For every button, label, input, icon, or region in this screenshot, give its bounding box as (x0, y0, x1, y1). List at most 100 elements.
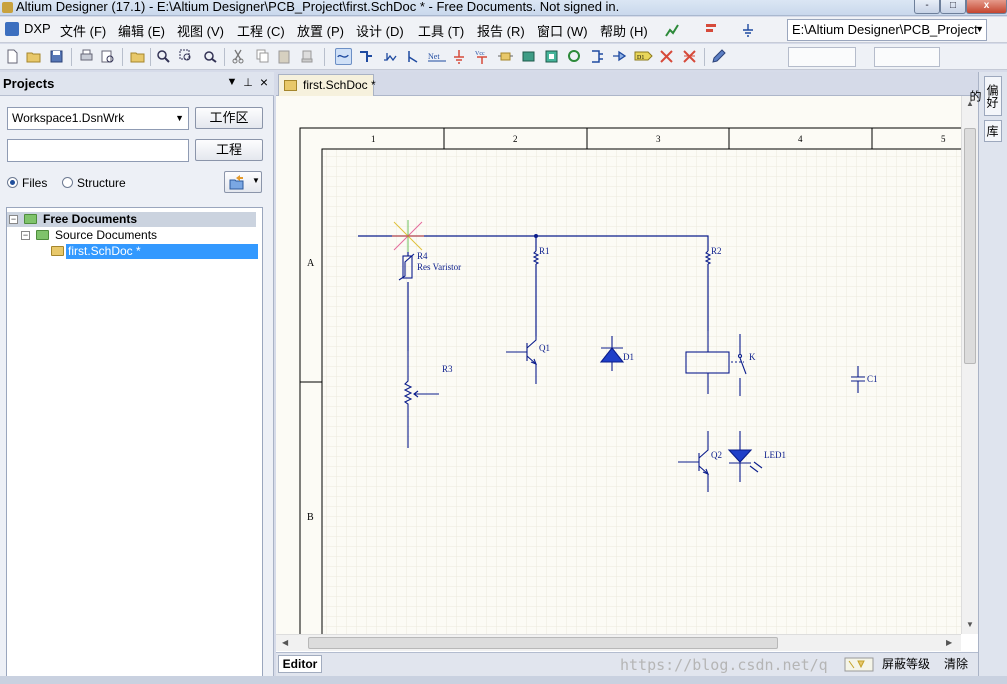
place-sheet-entry-icon[interactable] (543, 48, 560, 65)
panel-menu-icon[interactable]: ▼ (226, 76, 238, 88)
pencil-icon[interactable] (710, 48, 727, 65)
dock-tab-favorites[interactable]: 偏好的 (968, 76, 1002, 116)
r4-varistor-symbol (398, 253, 415, 281)
collapse-icon[interactable]: − (9, 214, 18, 224)
collapse-icon[interactable]: − (21, 230, 30, 240)
paste-icon[interactable] (276, 48, 293, 65)
project-button[interactable]: 工程 (195, 139, 263, 161)
menu-project[interactable]: 工程 (C) (237, 24, 285, 39)
tree-item-free-documents[interactable]: − Free Documents (7, 212, 256, 227)
dxp-icon (5, 22, 19, 36)
scroll-up-icon[interactable]: ▲ (966, 99, 974, 108)
new-icon[interactable] (4, 48, 21, 65)
zoom-selected-icon[interactable] (202, 48, 219, 65)
document-tab-first-schdoc[interactable]: first.SchDoc * (278, 74, 376, 96)
open-folder-icon[interactable] (25, 48, 42, 65)
document-area: first.SchDoc * 1 2 3 4 5 A B (276, 72, 978, 684)
place-port-icon[interactable]: D1 (634, 48, 653, 65)
radio-files[interactable]: Files (7, 176, 47, 190)
workspace-combo[interactable]: Workspace1.DsnWrk ▼ (7, 107, 189, 130)
menu-window[interactable]: 窗口 (W) (537, 24, 588, 39)
close-panel-icon[interactable]: × (259, 74, 269, 90)
chart-icon[interactable] (664, 22, 680, 38)
schematic-sheet[interactable]: 1 2 3 4 5 A B (276, 96, 961, 634)
projects-panel: Projects ▼ ⊥ × Workspace1.DsnWrk ▼ 工作区 工… (0, 72, 274, 684)
align-icon[interactable] (703, 22, 719, 38)
place-wire-icon[interactable] (335, 48, 352, 65)
mask-level-button[interactable]: 屏蔽等级 (882, 657, 931, 671)
column-dividers (443, 128, 873, 149)
menu-help[interactable]: 帮助 (H) (600, 24, 648, 39)
tree-item-source-documents[interactable]: − Source Documents (7, 228, 256, 243)
project-options-button[interactable]: ▼ (224, 171, 262, 193)
menu-edit[interactable]: 编辑 (E) (118, 24, 165, 39)
menu-place[interactable]: 放置 (P) (297, 24, 344, 39)
radio-structure[interactable]: Structure (62, 176, 126, 190)
menu-tools[interactable]: 工具 (T) (418, 24, 465, 39)
minimize-button[interactable]: - (914, 0, 940, 14)
dock-tab-library[interactable]: 库 (984, 120, 1002, 142)
project-input[interactable] (7, 139, 189, 162)
vertical-scrollbar[interactable]: ▲ ▼ (961, 96, 978, 634)
mask-filter-icon[interactable] (844, 655, 874, 673)
menu-design[interactable]: 设计 (D) (356, 24, 404, 39)
toolbar-separator (71, 48, 72, 66)
schematic-canvas[interactable]: 1 2 3 4 5 A B (276, 96, 961, 634)
scroll-right-icon[interactable]: ▶ (946, 638, 953, 647)
k-designator: K (749, 352, 756, 362)
no-erc-icon[interactable] (658, 48, 675, 65)
schematic-document-icon (284, 80, 297, 91)
place-bus-icon[interactable] (358, 48, 375, 65)
open-document-icon[interactable] (129, 48, 146, 65)
tree-item-first-schdoc[interactable]: first.SchDoc * (51, 244, 258, 259)
place-bus-entry-icon[interactable] (405, 48, 422, 65)
place-device-sheet-icon[interactable] (566, 48, 583, 65)
cursor-crosshair (392, 220, 424, 252)
place-net-label-icon[interactable]: Net (427, 48, 447, 65)
clear-button[interactable]: 清除 (944, 657, 969, 671)
place-sheet-symbol-icon[interactable] (520, 48, 537, 65)
d1-diode-symbol (599, 336, 625, 371)
column-label-3: 3 (656, 134, 661, 144)
place-part-icon[interactable] (497, 48, 514, 65)
print-preview-icon[interactable] (99, 48, 116, 65)
column-label-1: 1 (371, 134, 376, 144)
vcc-power-port-icon[interactable]: Vcc (474, 48, 491, 65)
save-icon[interactable] (48, 48, 65, 65)
close-button[interactable]: x (966, 0, 1007, 14)
menu-dxp[interactable]: DXP (24, 21, 51, 36)
maximize-button[interactable]: □ (940, 0, 966, 14)
radio-files-dot (7, 177, 18, 188)
workspace-button[interactable]: 工作区 (195, 107, 263, 129)
print-icon[interactable] (78, 48, 95, 65)
scroll-down-icon[interactable]: ▼ (966, 620, 974, 629)
pin-icon[interactable]: ⊥ (243, 77, 253, 89)
right-dock: 偏好的 库 (968, 72, 1007, 684)
place-harness-connector-icon[interactable] (589, 48, 606, 65)
compile-mask-icon[interactable] (681, 48, 698, 65)
tree-label-first-schdoc: first.SchDoc * (66, 244, 258, 259)
r3-designator: R3 (442, 364, 453, 374)
rubber-stamp-icon[interactable] (299, 48, 316, 65)
radio-structure-label: Structure (77, 176, 126, 190)
place-signal-harness-icon[interactable] (382, 48, 399, 65)
copy-icon[interactable] (254, 48, 271, 65)
cut-icon[interactable] (230, 48, 247, 65)
gnd-power-port-icon[interactable] (451, 48, 468, 65)
zoom-area-icon[interactable] (178, 48, 195, 65)
toolbar-combo-1[interactable] (788, 47, 856, 67)
menu-file[interactable]: 文件 (F) (60, 24, 107, 39)
horizontal-scrollbar[interactable]: ◀ ▶ (276, 634, 961, 651)
horizontal-scroll-thumb[interactable] (308, 637, 778, 649)
scroll-left-icon[interactable]: ◀ (282, 638, 289, 647)
vertical-scroll-thumb[interactable] (964, 128, 976, 364)
place-harness-entry-icon[interactable] (611, 48, 628, 65)
editor-tab[interactable]: Editor (278, 655, 322, 673)
project-path-combo[interactable]: E:\Altium Designer\PCB_Project ▼ (787, 19, 987, 41)
radio-files-label: Files (22, 176, 48, 190)
menu-view[interactable]: 视图 (V) (177, 24, 224, 39)
ground-icon[interactable] (740, 22, 756, 38)
menu-reports[interactable]: 报告 (R) (477, 24, 525, 39)
toolbar-combo-2[interactable] (874, 47, 940, 67)
zoom-fit-icon[interactable] (155, 48, 172, 65)
